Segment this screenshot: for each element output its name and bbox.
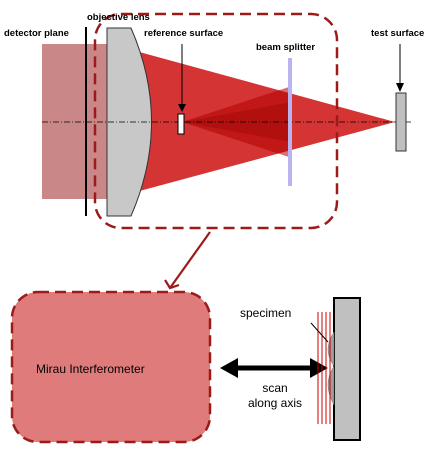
specimen-stage [333, 297, 361, 441]
detector-beam-block [42, 44, 110, 199]
test-surface-arrowhead [396, 83, 404, 92]
scan-arrowhead-right [310, 358, 328, 378]
test-surface [395, 92, 407, 152]
label-scan: scan [262, 381, 287, 395]
reference-surface-arrowhead [178, 104, 186, 112]
connector-arrowhead [164, 279, 180, 290]
label-along-axis: along axis [248, 396, 302, 410]
label-specimen: specimen [240, 306, 291, 320]
scan-arrowhead-left [220, 358, 238, 378]
objective-lens [106, 27, 152, 217]
focus-region-box [93, 12, 339, 230]
label-mirau-interferometer: Mirau Interferometer [36, 362, 145, 376]
label-detector-plane: detector plane [4, 28, 69, 39]
reference-surface [177, 113, 185, 135]
label-test-surface: test surface [371, 28, 424, 39]
specimen [327, 331, 335, 406]
label-objective-lens: objective lens [87, 12, 150, 23]
label-beam-splitter: beam splitter [256, 42, 315, 53]
beam-splitter [288, 58, 292, 186]
label-reference-surface: reference surface [144, 28, 223, 39]
specimen-pointer [310, 322, 329, 343]
connector-arrow [169, 231, 211, 289]
mirau-interferometer-box [10, 290, 212, 444]
